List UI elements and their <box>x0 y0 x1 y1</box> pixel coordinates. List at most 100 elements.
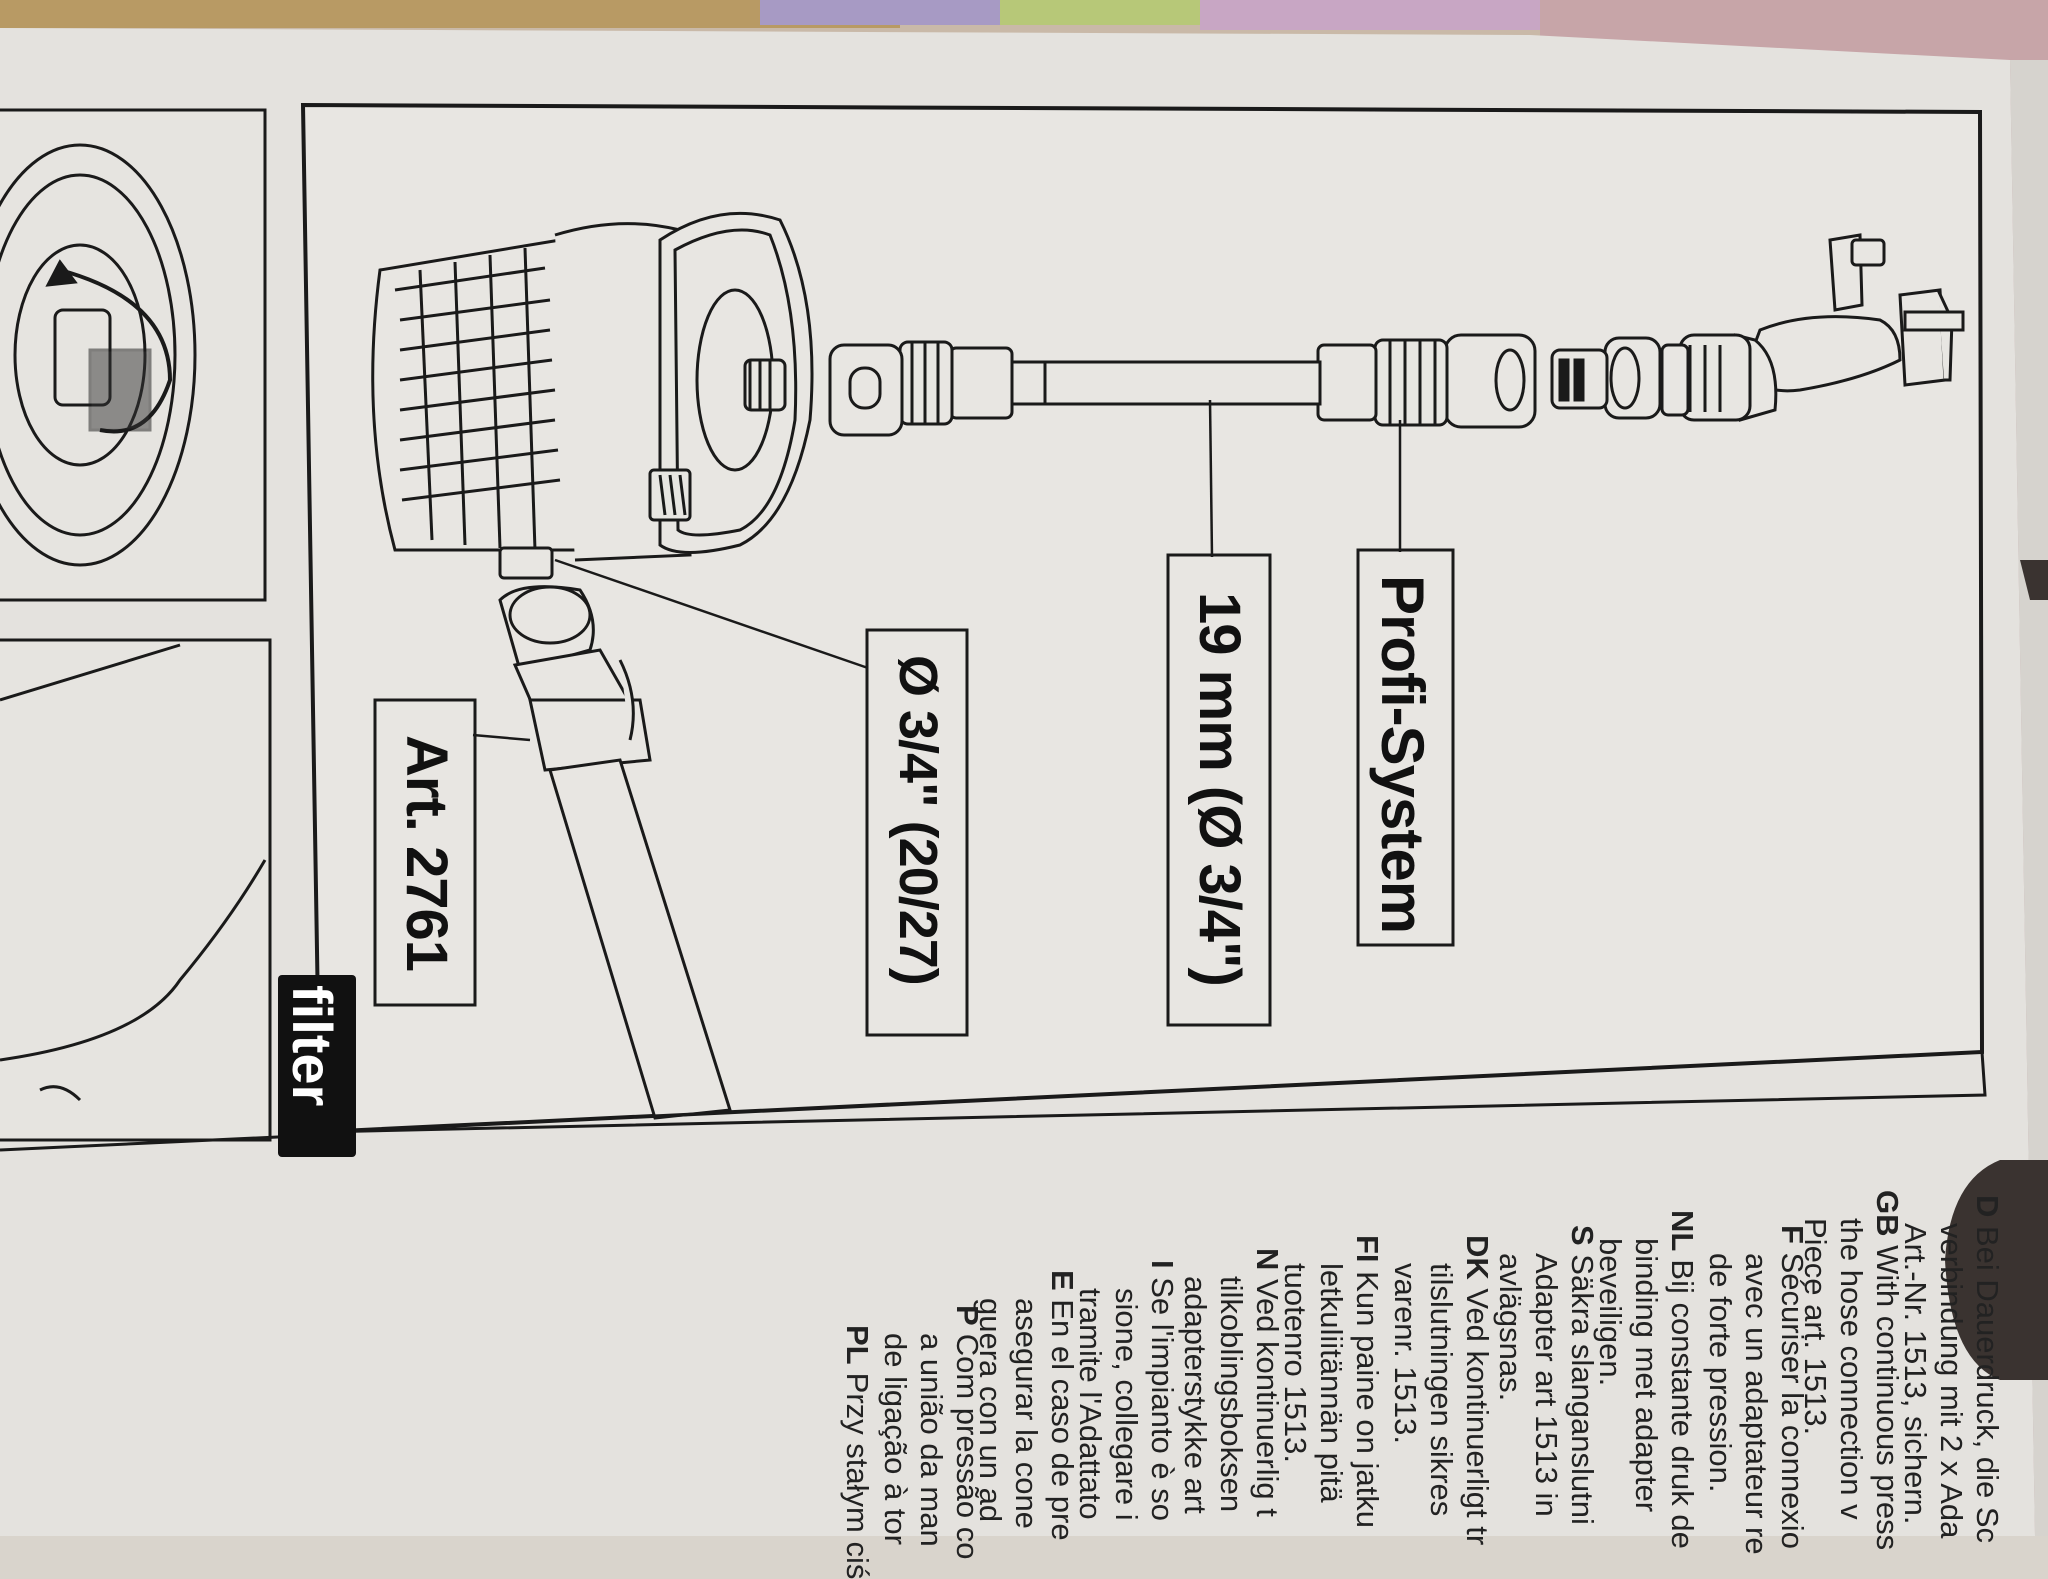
instruction-text: Adapter art 1513 in <box>1529 1253 1564 1517</box>
instruction-line: DK Ved kontinuerligt tr <box>1459 1235 1495 1545</box>
instruction-text: tilslutningen sikres <box>1424 1263 1459 1517</box>
hose-icon <box>1008 360 1322 406</box>
instruction-text: avlägsnas. <box>1493 1253 1528 1402</box>
language-code: PL <box>840 1325 875 1373</box>
instruction-text: Com pressão co <box>950 1333 985 1560</box>
background-fabric-green <box>1000 0 1200 25</box>
label-box-article <box>373 698 477 1007</box>
instruction-text: En el caso de pre <box>1045 1299 1080 1541</box>
label-thread-size: Ø 3/4" (20/27) <box>888 655 948 985</box>
instruction-text: a união da man <box>914 1333 949 1547</box>
panel-bottom-left <box>0 638 272 1142</box>
background-fabric-purple <box>760 0 1000 25</box>
instruction-line: avec un adaptateur re <box>1738 1225 1774 1555</box>
instruction-line: asegurar la cone <box>1008 1270 1044 1541</box>
instruction-line: de ligação à tor <box>877 1305 913 1559</box>
instruction-line: letkuliitännän pitä <box>1313 1235 1349 1528</box>
instruction-line: S Säkra slanganslutni <box>1564 1225 1600 1525</box>
outlet-hose-icon <box>498 585 732 1120</box>
language-code: NL <box>1665 1210 1700 1260</box>
instruction-text: Kun paine on jatku <box>1350 1271 1385 1528</box>
label-article: Art. 2761 <box>394 735 459 972</box>
instruction-line: PL Przy stałym ciś <box>839 1325 875 1579</box>
filter-label: filter <box>281 985 344 1107</box>
leader-lines <box>472 399 1402 742</box>
instruction-line: F Sécuriser la connexio <box>1774 1225 1810 1555</box>
label-box-profi-system <box>1356 548 1455 947</box>
instruction-line: D Bei Dauerdruck, die Sc <box>1969 1195 2005 1543</box>
instruction-text: Bij constante druk de <box>1665 1259 1700 1549</box>
instruction-line: P Com pressão co <box>949 1305 985 1559</box>
instruction-line: the hose connection v <box>1833 1190 1869 1550</box>
pressure-gauge-icon <box>0 143 197 567</box>
language-code: GB <box>1870 1190 1905 1246</box>
instruction-text: binding met adapter <box>1629 1238 1664 1513</box>
box-handle-hole <box>1945 1160 2048 1380</box>
instruction-text: de ligação à tor <box>878 1333 913 1545</box>
filter-badge <box>278 975 356 1157</box>
instruction-text: avec un adaptateur re <box>1739 1253 1774 1555</box>
language-code: FI <box>1350 1235 1385 1272</box>
label-box-thread-size <box>865 628 969 1037</box>
language-code: F <box>1775 1225 1810 1253</box>
instruction-text: Przy stałym ciś <box>840 1372 875 1579</box>
instruction-line: N Ved kontinuerlig t <box>1249 1248 1285 1517</box>
instruction-text: sione, collegare i <box>1109 1288 1144 1521</box>
language-code: P <box>950 1305 985 1334</box>
instruction-text: Bei Dauerdruck, die Sc <box>1970 1226 2005 1544</box>
instruction-text: Säkra slanganslutni <box>1565 1254 1600 1525</box>
instruction-line: verbindung mit 2 x Ada <box>1933 1195 1969 1543</box>
instruction-text: Ved kontinuerlig t <box>1250 1279 1285 1517</box>
instruction-line: FI Kun paine on jatku <box>1349 1235 1385 1528</box>
instruction-line: NL Bij constante druk de <box>1664 1210 1700 1549</box>
scene-graphics <box>0 0 2048 1536</box>
background-wood <box>0 0 900 28</box>
instructions-divider <box>319 1050 1987 1134</box>
instruction-line: adapterstykke art <box>1177 1248 1213 1517</box>
instruction-line: varenr. 1513. <box>1387 1235 1423 1545</box>
instruction-line: de forte pression. <box>1702 1225 1738 1555</box>
instruction-text: tilkoblingsboksen <box>1214 1276 1249 1513</box>
instruction-text: With continuous press <box>1870 1245 1905 1551</box>
instructions-divider-left <box>0 1133 321 1152</box>
instruction-line: sione, collegare i <box>1108 1260 1144 1521</box>
instruction-text: letkuliitännän pitä <box>1314 1263 1349 1503</box>
instruction-line: Adapter art 1513 in <box>1528 1225 1564 1525</box>
label-profi-system: Profi-System <box>1369 575 1436 934</box>
instruction-text: adapterstykke art <box>1178 1276 1213 1514</box>
instruction-text: the hose connection v <box>1834 1218 1869 1520</box>
instruction-line: E En el caso de pre <box>1044 1270 1080 1541</box>
hose-connector-icon <box>1550 336 1662 420</box>
instruction-line: tilslutningen sikres <box>1423 1235 1459 1545</box>
tap-icon <box>1660 233 1965 422</box>
instruction-text: asegurar la cone <box>1009 1298 1044 1529</box>
instruction-line: binding met adapter <box>1628 1210 1664 1549</box>
instruction-text: verbindung mit 2 x Ada <box>1934 1223 1969 1539</box>
label-hose-size: 19 mm (Ø 3/4") <box>1187 592 1252 986</box>
instruction-text: de forte pression. <box>1703 1253 1738 1493</box>
instruction-line: tilkoblingsboksen <box>1213 1248 1249 1517</box>
hose-coupler-right-icon <box>1316 333 1537 429</box>
language-code: E <box>1045 1270 1080 1300</box>
box-notch <box>2020 560 2048 600</box>
instruction-line: a união da man <box>913 1305 949 1559</box>
instruction-pl: PL Przy stałym ciś <box>839 1325 875 1579</box>
hose-coupler-left-icon <box>828 340 1014 437</box>
instruction-line: GB With continuous press <box>1869 1190 1905 1550</box>
language-code: DK <box>1460 1235 1495 1289</box>
instruction-text: Ved kontinuerligt tr <box>1460 1288 1495 1546</box>
instruction-line: avlägsnas. <box>1492 1225 1528 1525</box>
language-code: S <box>1565 1225 1600 1255</box>
